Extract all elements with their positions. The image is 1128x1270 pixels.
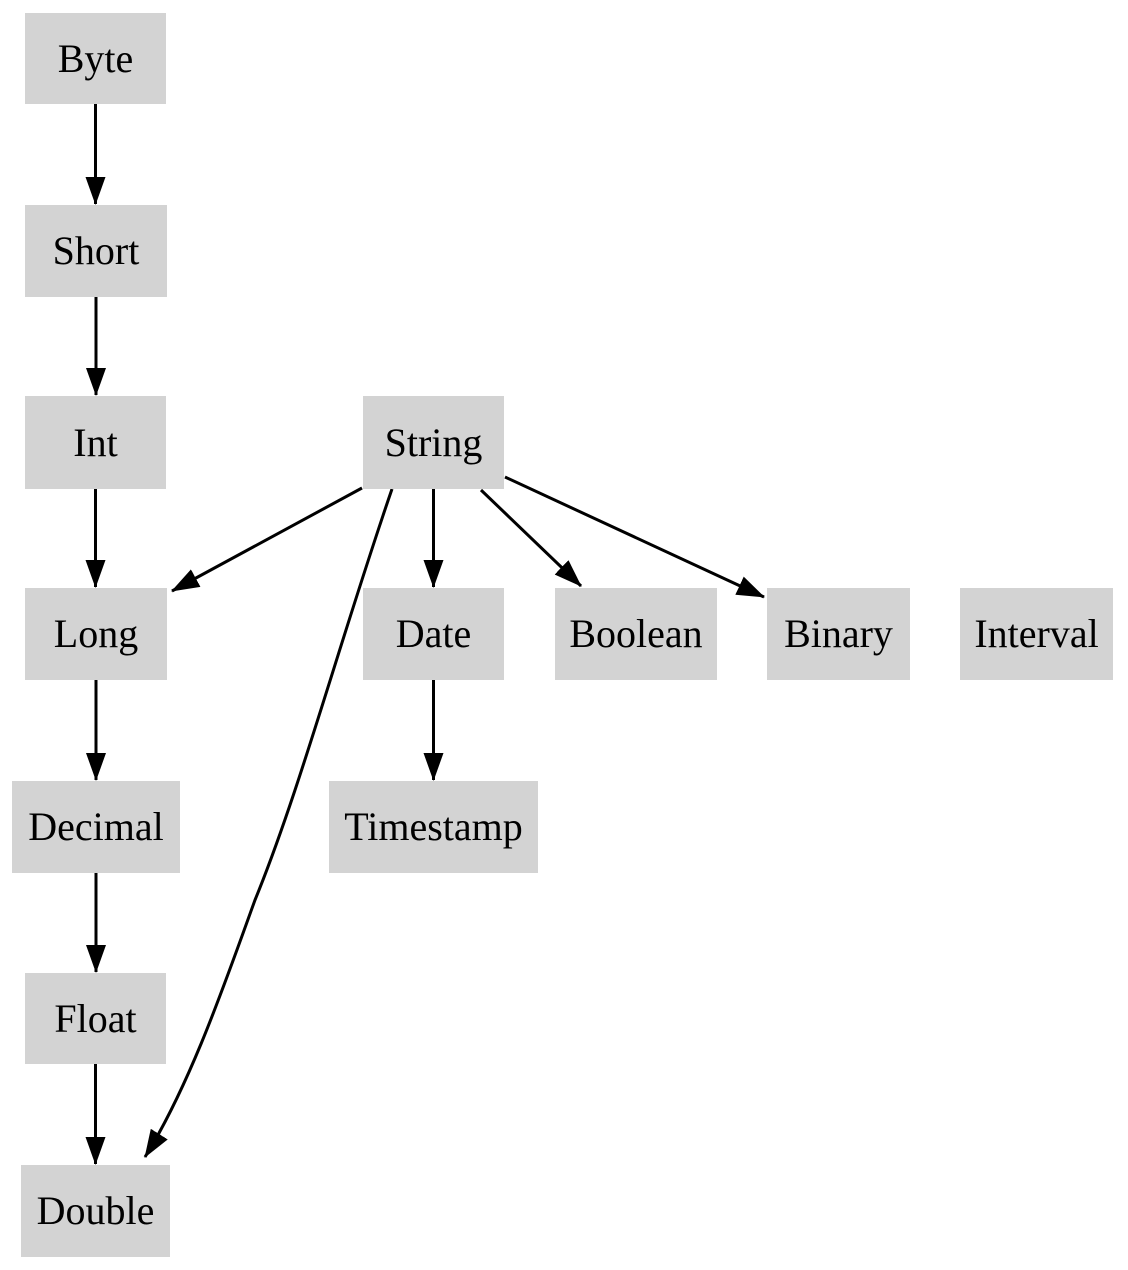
- node-date: Date: [363, 588, 504, 680]
- node-boolean: Boolean: [555, 588, 717, 680]
- node-long: Long: [25, 588, 167, 680]
- node-byte: Byte: [25, 13, 166, 104]
- node-float: Float: [25, 973, 166, 1064]
- node-interval: Interval: [960, 588, 1113, 680]
- edge-string-binary: [504, 475, 765, 599]
- edge-string-boolean: [479, 488, 583, 588]
- node-string: String: [363, 396, 504, 489]
- node-decimal: Decimal: [12, 781, 180, 873]
- node-int: Int: [25, 396, 166, 489]
- edge-string-long: [171, 486, 363, 593]
- node-timestamp: Timestamp: [329, 781, 538, 873]
- node-binary: Binary: [767, 588, 910, 680]
- node-short: Short: [25, 205, 167, 297]
- edge-string-double: [143, 488, 394, 1158]
- node-double: Double: [21, 1165, 170, 1257]
